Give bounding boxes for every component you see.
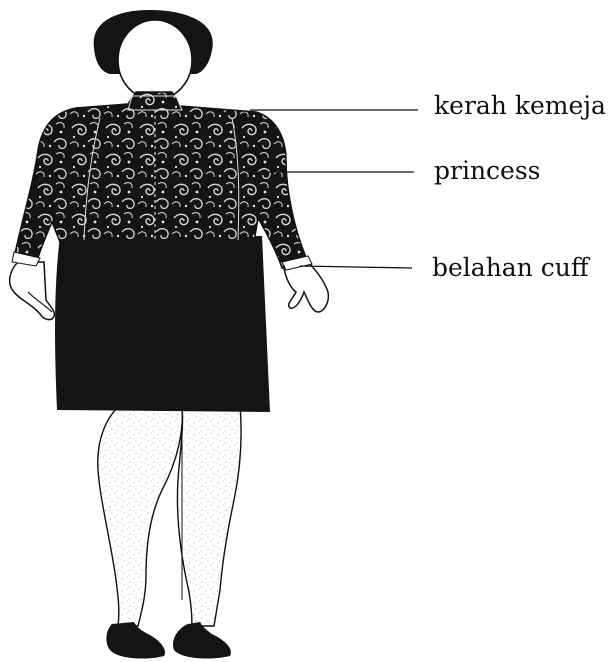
left-leg — [98, 405, 183, 626]
skirt — [55, 236, 270, 412]
leader-line-cuff — [300, 266, 412, 268]
label-collar: kerah kemeja — [434, 93, 606, 118]
right-shoe — [173, 622, 231, 658]
mandarin-collar — [128, 96, 182, 110]
batik-jacket — [14, 92, 308, 268]
right-leg — [177, 405, 241, 626]
label-princess: princess — [434, 158, 541, 183]
label-cuff: belahan cuff — [432, 255, 589, 280]
face-shape — [118, 20, 192, 100]
left-hand — [10, 262, 55, 320]
left-shoe — [106, 622, 165, 658]
